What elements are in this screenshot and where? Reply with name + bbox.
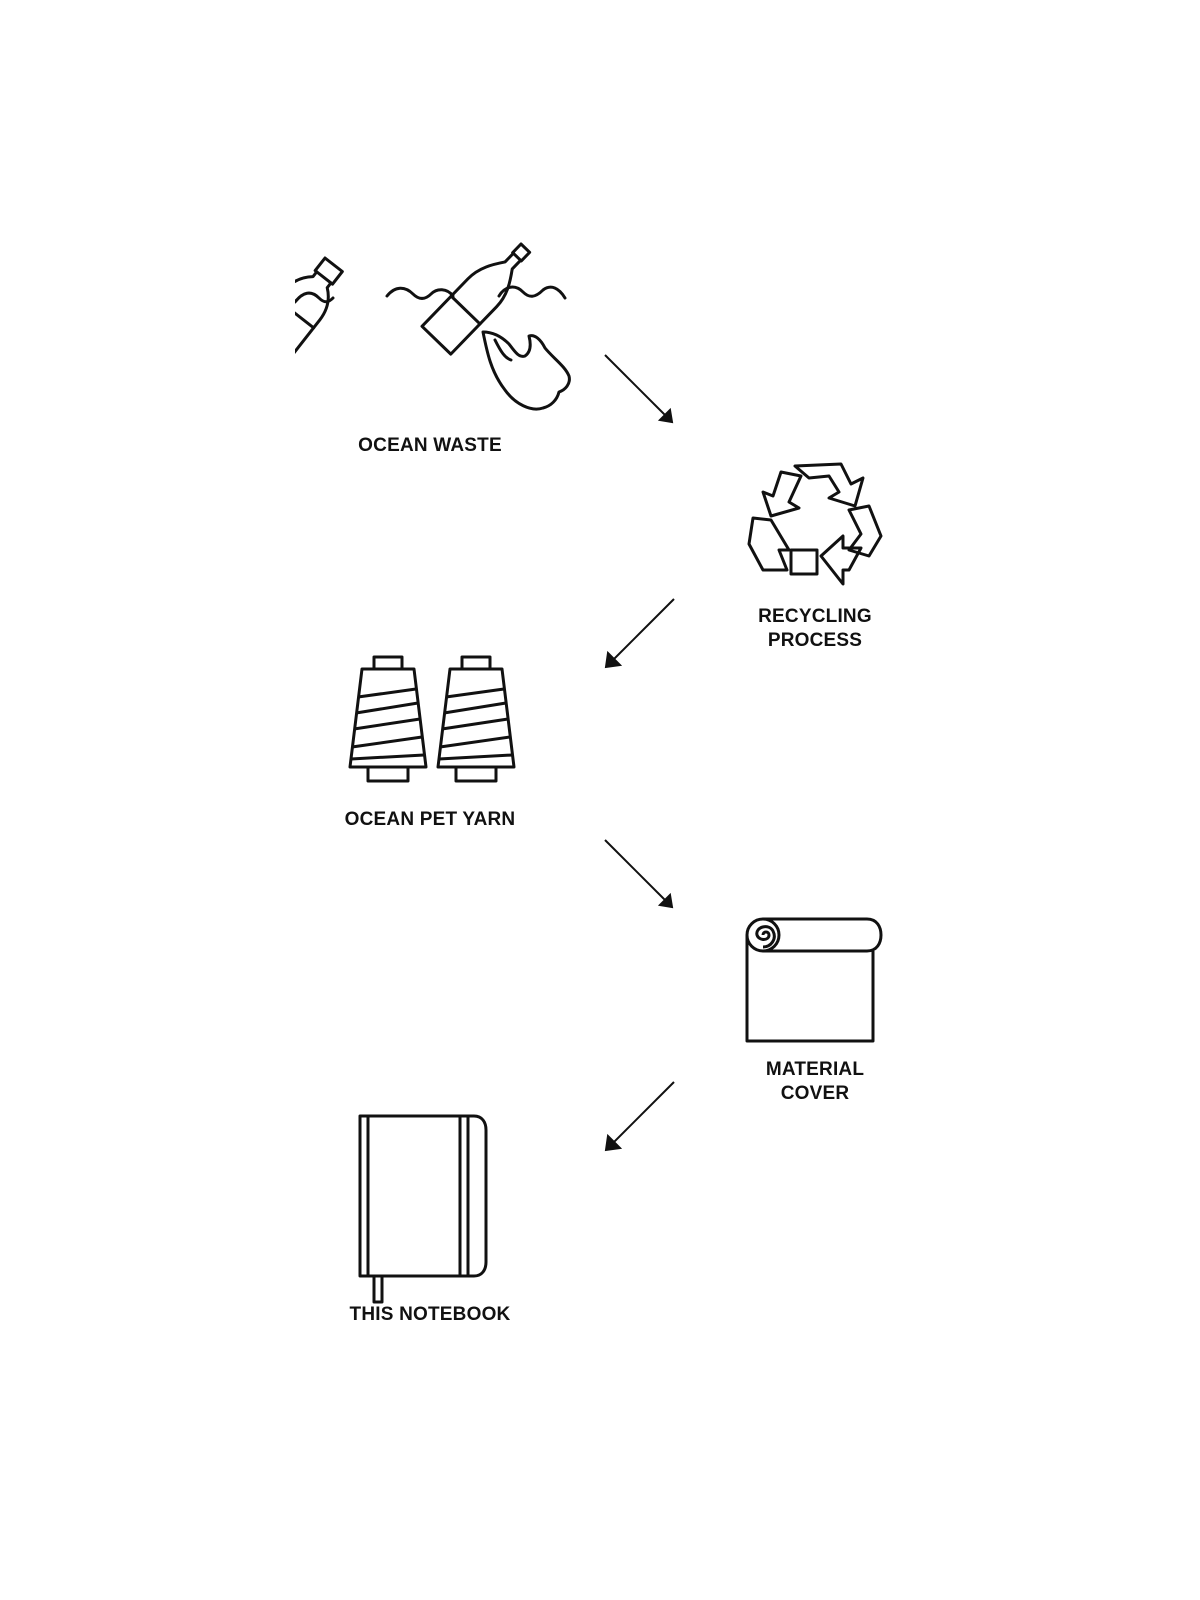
recycle-icon xyxy=(745,458,885,593)
material-roll-icon xyxy=(745,915,885,1045)
arrow-to-recycling xyxy=(600,350,680,430)
arrow-to-yarn xyxy=(600,595,680,675)
step-label-yarn: OCEAN PET YARN xyxy=(344,809,516,830)
step-label-material: MATERIAL COVER xyxy=(765,1059,865,1104)
step-label-notebook: THIS NOTEBOOK xyxy=(349,1304,511,1325)
yarn-spools-icon xyxy=(348,655,528,785)
ocean-waste-icon xyxy=(295,240,575,420)
notebook-icon xyxy=(356,1112,492,1307)
arrow-to-notebook xyxy=(600,1078,680,1158)
step-label-ocean-waste: OCEAN WASTE xyxy=(358,435,502,456)
arrow-to-material xyxy=(600,835,680,915)
step-label-recycling: RECYCLING PROCESS xyxy=(758,606,872,651)
